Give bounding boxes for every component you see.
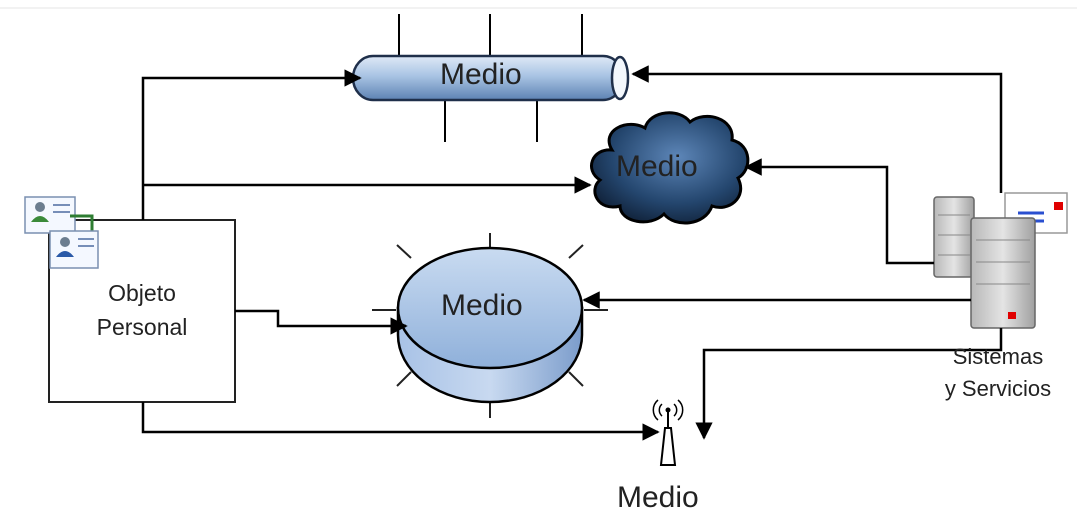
id-card-icon [49,230,99,269]
systems-label: Sistemas y Servicios [920,341,1076,405]
systems-label-line1: Sistemas [952,344,1044,369]
antenna-label: Medio [617,481,699,514]
pipe-label: Medio [440,58,522,91]
disk-label: Medio [441,289,523,322]
pipe-medium [351,14,630,142]
antenna-icon [652,399,684,466]
connectors [141,65,1003,441]
server-icon [933,196,975,278]
personal-object-label: Objeto Personal [49,276,235,344]
systems-label-line2: y Servicios [944,376,1052,401]
disk-medium [372,233,608,418]
personal-object-label-line2: Personal [96,314,188,340]
server-icon [970,217,1036,329]
personal-object-label-line1: Objeto [108,280,176,306]
cloud-medium [590,111,750,225]
cloud-label: Medio [616,150,698,183]
